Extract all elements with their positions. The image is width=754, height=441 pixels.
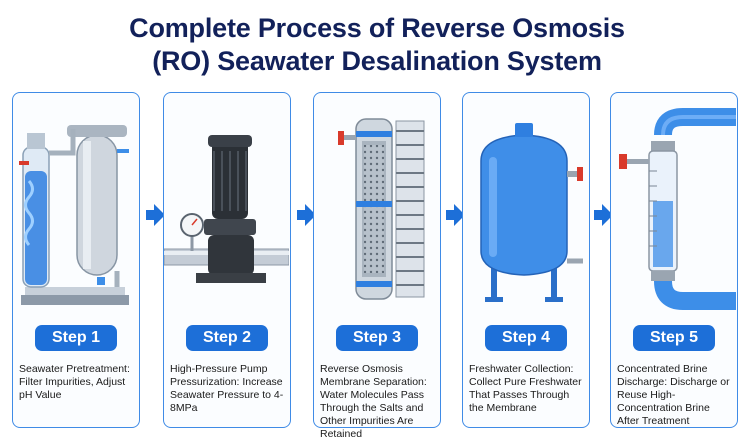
step-card-2: Step 2 High-Pressure Pump Pressurization… (163, 92, 291, 428)
step-description-2: High-Pressure Pump Pressurization: Incre… (170, 363, 284, 414)
step-badge-1: Step 1 (35, 325, 117, 351)
arrow-right-icon (297, 204, 316, 226)
step-card-1: Step 1 Seawater Pretreatment: Filter Imp… (12, 92, 140, 428)
ro-membrane-icon (338, 118, 425, 300)
step-badge-2: Step 2 (186, 325, 268, 351)
title-line-2: (RO) Seawater Desalination System (152, 46, 602, 76)
step-description-5: Concentrated Brine Discharge: Discharge … (617, 363, 730, 427)
step-card-4: Step 4 Freshwater Collection: Collect Pu… (462, 92, 590, 428)
step-description-3: Reverse Osmosis Membrane Separation: Wat… (320, 363, 427, 440)
freshwater-tank-icon (480, 123, 583, 302)
arrow-right-icon (146, 204, 165, 226)
step-badge-4: Step 4 (485, 325, 567, 351)
step-description-4: Freshwater Collection: Collect Pure Fres… (469, 363, 582, 414)
step-card-3: Step 3 Reverse Osmosis Membrane Separati… (313, 92, 441, 440)
step-card-5: Step 5 Concentrated Brine Discharge: Dis… (610, 92, 738, 428)
step-description-1: Seawater Pretreatment: Filter Impurities… (19, 363, 130, 401)
page-title: Complete Process of Reverse Osmosis (RO)… (0, 12, 754, 78)
title-line-1: Complete Process of Reverse Osmosis (129, 13, 625, 43)
high-pressure-pump-icon (164, 135, 289, 283)
step-badge-5: Step 5 (633, 325, 715, 351)
arrow-right-icon (594, 204, 613, 226)
step-badge-3: Step 3 (336, 325, 418, 351)
brine-pipe-icon (619, 108, 736, 310)
arrow-right-icon (446, 204, 465, 226)
pretreatment-filter-icon (19, 125, 129, 305)
